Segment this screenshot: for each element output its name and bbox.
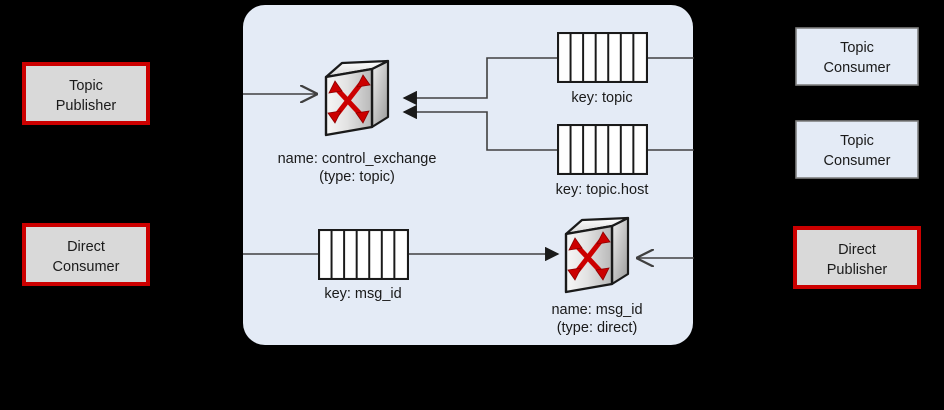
topic-consumer-2-label-line2: Consumer [824,153,891,169]
queue-icon [318,229,409,280]
direct-publisher-box[interactable] [793,226,921,289]
topic-publisher-label-line2: Publisher [56,98,117,114]
exchange-name-label: name: msg_id [551,302,642,318]
queue-icon [557,124,648,175]
direct-publisher-label-line2: Publisher [827,262,888,278]
queue-icon [557,32,648,83]
node-direct-publisher[interactable]: Direct Publisher [793,226,921,289]
exchange-control-exchange[interactable]: name: control_exchange (type: topic) [278,61,437,185]
direct-consumer-box[interactable] [22,223,150,286]
connector-queue-topic-to-exchange [402,57,557,106]
queue-topic[interactable]: key: topic [557,32,648,106]
queue-label: key: topic [571,90,632,106]
direct-publisher-label-line1: Direct [838,242,876,258]
topic-publisher-label-line1: Topic [69,78,103,94]
exchange-icon [566,218,628,292]
node-direct-consumer[interactable]: Direct Consumer [22,223,150,286]
topic-consumer-1-label-line1: Topic [840,40,874,56]
direct-consumer-label-line1: Direct [67,239,105,255]
exchange-icon [326,61,388,135]
queue-msg-id[interactable]: key: msg_id [318,229,409,302]
node-topic-publisher[interactable]: Topic Publisher [22,62,150,125]
topic-consumer-1-label-line2: Consumer [824,60,891,76]
node-topic-consumer-1[interactable]: Topic Consumer [795,27,919,86]
topic-publisher-box[interactable] [22,62,150,125]
topic-consumer-2-box[interactable] [795,120,919,179]
exchange-name-label: name: control_exchange [278,151,437,167]
topic-consumer-2-label-line1: Topic [840,133,874,149]
exchange-type-label: (type: topic) [319,169,395,185]
queue-label: key: msg_id [324,286,401,302]
queue-label: key: topic.host [556,182,649,198]
queue-topic-host[interactable]: key: topic.host [556,124,649,198]
node-topic-consumer-2[interactable]: Topic Consumer [795,120,919,179]
topic-consumer-1-box[interactable] [795,27,919,86]
exchange-type-label: (type: direct) [557,320,638,336]
connector-layer [243,57,694,258]
exchange-msg-id[interactable]: name: msg_id (type: direct) [551,218,643,336]
direct-consumer-label-line2: Consumer [53,259,120,275]
connector-queue-topichost-to-exchange [402,104,557,151]
